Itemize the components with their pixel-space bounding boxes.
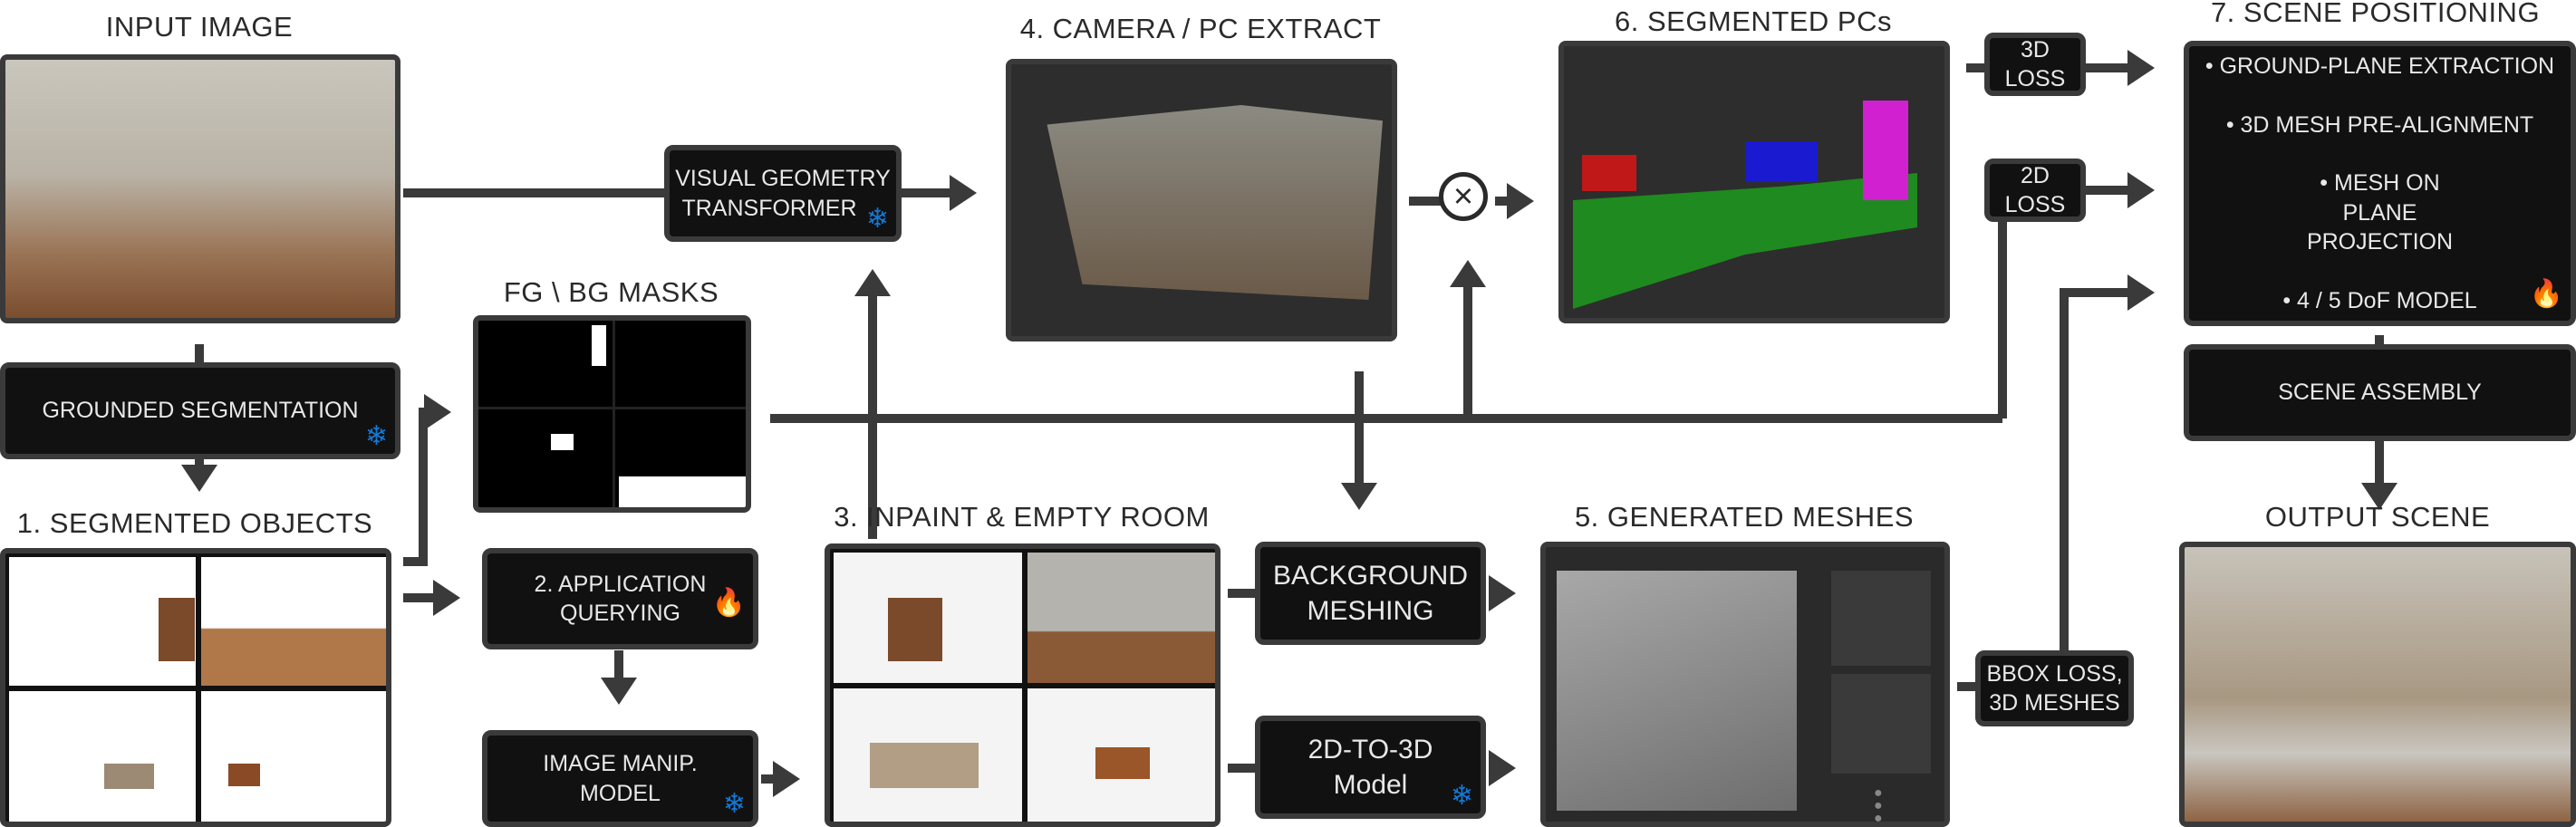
background-meshing-box: BACKGROUND MESHING: [1255, 542, 1486, 645]
snowflake-icon: ❄: [722, 789, 746, 819]
step-text: 4 / 5 DoF MODEL: [2297, 287, 2477, 313]
2d-loss-box: 2D LOSS: [1984, 159, 2086, 222]
fg-bg-masks-grid: [473, 315, 751, 513]
box-text: 2. APPLICATION: [534, 571, 707, 597]
box-text: IMAGE MANIP.: [543, 751, 698, 776]
segmented-sofa: [9, 691, 196, 822]
output-scene-label: OUTPUT SCENE: [2264, 501, 2491, 533]
step-item: • GROUND-PLANE EXTRACTION: [2205, 53, 2555, 79]
segmented-objects-label: 1. SEGMENTED OBJECTS: [16, 507, 373, 539]
fire-icon: 🔥: [711, 588, 746, 618]
inpaint-label: 3. INPAINT & EMPTY ROOM: [834, 501, 1210, 533]
input-image: [0, 54, 400, 323]
multiply-circle-icon: ×: [1439, 172, 1488, 221]
snowflake-icon: ❄: [364, 421, 388, 451]
box-text: QUERYING: [560, 601, 680, 626]
box-text: Model: [1333, 770, 1408, 800]
inpaint-grid: [825, 543, 1220, 827]
camera-pc-label: 4. CAMERA / PC EXTRACT: [1019, 13, 1382, 44]
scene-positioning-box: • GROUND-PLANE EXTRACTION • 3D MESH PRE-…: [2184, 41, 2576, 326]
box-text: VISUAL GEOMETRY: [675, 166, 891, 191]
2d-to-3d-model-box: 2D-TO-3D Model ❄: [1255, 716, 1486, 819]
box-text: BBOX LOSS,: [1986, 660, 2123, 687]
box-text: TRANSFORMER: [681, 195, 857, 221]
scene-positioning-label: 7. SCENE POSITIONING: [2210, 0, 2541, 28]
empty-room: [1028, 553, 1215, 683]
grounded-segmentation-box: GROUNDED SEGMENTATION ❄: [0, 362, 400, 459]
scene-assembly-box: SCENE ASSEMBLY: [2184, 344, 2576, 441]
sofa-mesh: [1831, 571, 1931, 666]
input-image-label: INPUT IMAGE: [105, 11, 294, 43]
segmented-chair: [201, 691, 386, 822]
snowflake-icon: ❄: [865, 204, 889, 234]
step-text: MESH ON PLANE PROJECTION: [2306, 170, 2454, 255]
output-scene-image: [2179, 542, 2576, 827]
step-text: GROUND-PLANE EXTRACTION: [2219, 53, 2555, 79]
more-dots-icon: ●●●: [1874, 785, 1883, 826]
generated-meshes-view: ●●●: [1540, 542, 1950, 827]
fg-bg-masks-label: FG \ BG MASKS: [503, 276, 719, 308]
box-text: 3D MESHES: [1989, 690, 2120, 716]
grounded-segmentation-text: GROUNDED SEGMENTATION: [42, 398, 359, 424]
inpainted-chair: [1028, 688, 1215, 822]
visual-geometry-transformer-box: VISUAL GEOMETRY TRANSFORMER ❄: [664, 145, 902, 242]
3d-loss-box: 3D LOSS: [1984, 33, 2086, 96]
step-text: 3D MESH PRE-ALIGNMENT: [2240, 111, 2534, 138]
bbox-loss-box: BBOX LOSS, 3D MESHES: [1975, 650, 2134, 726]
application-querying-box: 2. APPLICATION QUERYING 🔥: [482, 548, 758, 649]
segmented-objects-grid: [0, 548, 391, 827]
box-text: BACKGROUND: [1272, 561, 1469, 591]
box-text: MODEL: [580, 780, 661, 806]
generated-meshes-label: 5. GENERATED MESHES: [1574, 501, 1915, 533]
box-text: 2D LOSS: [2004, 162, 2066, 218]
shelf-mesh: [1831, 674, 1931, 774]
step-item: • 4 / 5 DoF MODEL: [2282, 287, 2477, 313]
fire-icon: 🔥: [2529, 279, 2563, 309]
inpainted-sofa: [834, 688, 1022, 822]
segmented-pcs-label: 6. SEGMENTED PCs: [1615, 5, 1892, 37]
box-text: MESHING: [1307, 596, 1434, 626]
inpainted-bookshelf: [834, 553, 1022, 683]
segmented-bookshelf: [9, 557, 196, 686]
step-item: • MESH ON PLANE PROJECTION: [2306, 170, 2454, 255]
segmented-pcs-view: [1558, 41, 1950, 323]
box-text: 2D-TO-3D: [1307, 735, 1433, 764]
box-text: 3D LOSS: [2004, 36, 2066, 92]
camera-pc-extract-view: [1006, 59, 1397, 341]
snowflake-icon: ❄: [1450, 781, 1473, 811]
step-item: • 3D MESH PRE-ALIGNMENT: [2225, 111, 2534, 138]
segmented-rug-floor: [201, 557, 386, 686]
box-text: SCENE ASSEMBLY: [2278, 380, 2482, 406]
image-manip-model-box: IMAGE MANIP. MODEL ❄: [482, 730, 758, 827]
background-mesh: [1557, 571, 1797, 811]
